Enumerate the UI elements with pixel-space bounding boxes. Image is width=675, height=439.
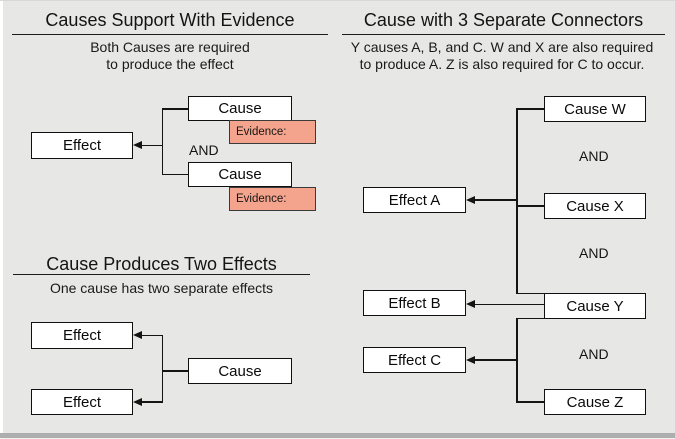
title-underline [13,273,310,275]
cause-box: Cause [188,358,292,384]
arrowhead-icon [133,331,142,339]
section-title-evidence: Causes Support With Evidence [45,10,295,30]
effect-box-top: Effect [31,322,133,349]
connector-line [516,292,545,294]
section-subtitle-evidence: Both Causes are required to produce the … [12,39,328,72]
connector-line [162,370,189,372]
connector-line [142,401,163,403]
subtitle-line: Both Causes are required [90,39,250,55]
evidence-box-2: Evidence: [229,187,316,211]
connector-line [161,108,163,175]
arrowhead-icon [466,355,475,364]
and-label: AND [189,142,219,158]
connector-line [162,173,189,176]
section-subtitle-connectors: Y causes A, B, and C. W and X are also r… [334,39,670,72]
connector-line [142,334,163,337]
and-label: AND [579,245,609,261]
arrowhead-icon [133,141,142,149]
arrowhead-icon [466,299,475,308]
section-title-connectors: Cause with 3 Separate Connectors [363,10,644,30]
subtitle-line: Y causes A, B, and C. W and X are also r… [350,39,654,55]
connector-line [516,317,545,319]
arrowhead-icon [133,397,142,406]
cause-y-box: Cause Y [544,293,646,319]
connector-line [162,108,189,110]
connector-line [475,303,544,305]
subtitle-line: to produce A. Z is also required for C t… [359,55,645,72]
connector-line [475,359,517,361]
effect-a-box: Effect A [363,187,466,213]
subtitle-line: to produce the effect [106,55,234,72]
title-underline [342,33,665,35]
cause-x-box: Cause X [544,193,646,219]
connector-line [516,401,544,403]
page-left-margin [0,1,3,439]
effect-c-box: Effect C [363,347,466,373]
page-bottom-edge [0,433,675,438]
section-subtitle-two-effects: One cause has two separate effects [49,280,274,296]
cause-box-1: Cause [188,96,292,121]
cause-box-2: Cause [188,162,292,187]
connector-line [516,108,518,294]
effect-box: Effect [31,132,133,159]
effect-b-box: Effect B [363,290,466,316]
evidence-box-1: Evidence: [229,120,316,144]
connector-line [516,205,544,207]
and-label: AND [579,148,609,164]
connector-line [161,335,163,402]
title-underline [12,33,328,35]
connector-line [516,108,544,110]
connector-line [142,144,163,147]
and-label: AND [579,346,609,362]
section-title-two-effects: Cause Produces Two Effects [46,254,277,274]
arrowhead-icon [466,195,475,204]
cause-z-box: Cause Z [544,389,646,415]
effect-box-bottom: Effect [31,389,133,415]
cause-w-box: Cause W [544,96,646,122]
connector-line [475,199,517,201]
